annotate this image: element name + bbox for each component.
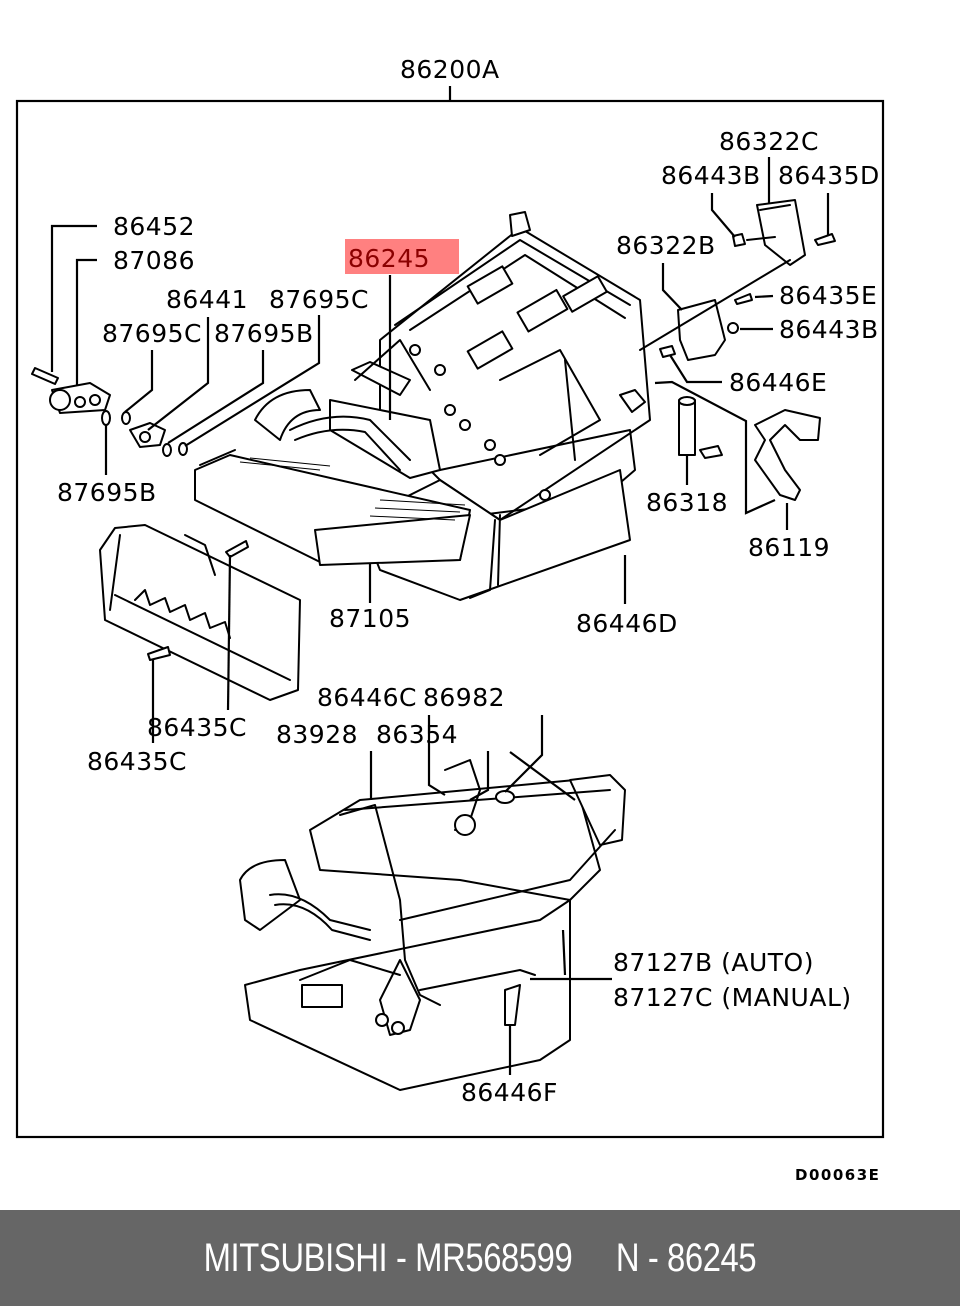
evaporator-core xyxy=(194,449,471,566)
heater-core-pipes xyxy=(254,339,441,479)
callout-86318[interactable]: 86318 xyxy=(646,488,728,517)
drawing-code: D00063E xyxy=(795,1166,880,1184)
callout-87695b-top[interactable]: 87695B xyxy=(214,319,314,348)
parts-diagram: 86200A xyxy=(15,55,885,1184)
callout-86435d[interactable]: 86435D xyxy=(778,161,880,190)
callout-86446c[interactable]: 86446C xyxy=(317,683,417,712)
callout-87127c[interactable]: 87127C (MANUAL) xyxy=(613,983,852,1012)
callout-87127b[interactable]: 87127B (AUTO) xyxy=(613,948,814,977)
actuators-right xyxy=(619,199,836,501)
callout-87695c-left[interactable]: 87695C xyxy=(102,319,202,348)
callout-87695b-bottom[interactable]: 87695B xyxy=(57,478,157,507)
callout-86435c-upper[interactable]: 86435C xyxy=(147,713,247,742)
upper-housing-drawing xyxy=(359,211,651,601)
callout-86443b-top[interactable]: 86443B xyxy=(661,161,761,190)
callout-86322b[interactable]: 86322B xyxy=(616,231,716,260)
callout-86443b-right[interactable]: 86443B xyxy=(779,315,879,344)
assembly-label: 86200A xyxy=(400,55,500,84)
callout-86245[interactable]: 86245 xyxy=(348,244,430,273)
callout-86354[interactable]: 86354 xyxy=(376,720,458,749)
expansion-valve xyxy=(31,367,188,457)
callout-86322c[interactable]: 86322C xyxy=(719,127,819,156)
footer-part-info: MITSUBISHI - MR568599 N - 86245 xyxy=(203,1235,757,1280)
callout-86446f[interactable]: 86446F xyxy=(461,1078,558,1107)
callout-86446d[interactable]: 86446D xyxy=(576,609,678,638)
footer-bar: MITSUBISHI - MR568599 N - 86245 xyxy=(0,1210,960,1306)
callout-86441[interactable]: 86441 xyxy=(166,285,248,314)
callout-86435e[interactable]: 86435E xyxy=(779,281,877,310)
case-panel-left xyxy=(99,524,301,701)
lower-case-drawing xyxy=(239,759,626,1091)
callout-87695c-top[interactable]: 87695C xyxy=(269,285,369,314)
callout-86446e[interactable]: 86446E xyxy=(729,368,827,397)
callout-86452[interactable]: 86452 xyxy=(113,212,195,241)
highlight-box xyxy=(345,239,459,274)
callout-83928[interactable]: 83928 xyxy=(276,720,358,749)
leader-lines xyxy=(50,157,830,1075)
callout-87086[interactable]: 87086 xyxy=(113,246,195,275)
callout-87105[interactable]: 87105 xyxy=(329,604,411,633)
callout-labels: 86452 87086 86441 87695C 87695C 87695B 8… xyxy=(57,127,880,1107)
callout-86982[interactable]: 86982 xyxy=(423,683,505,712)
callout-86119[interactable]: 86119 xyxy=(748,533,830,562)
callout-86435c-lower[interactable]: 86435C xyxy=(87,747,187,776)
